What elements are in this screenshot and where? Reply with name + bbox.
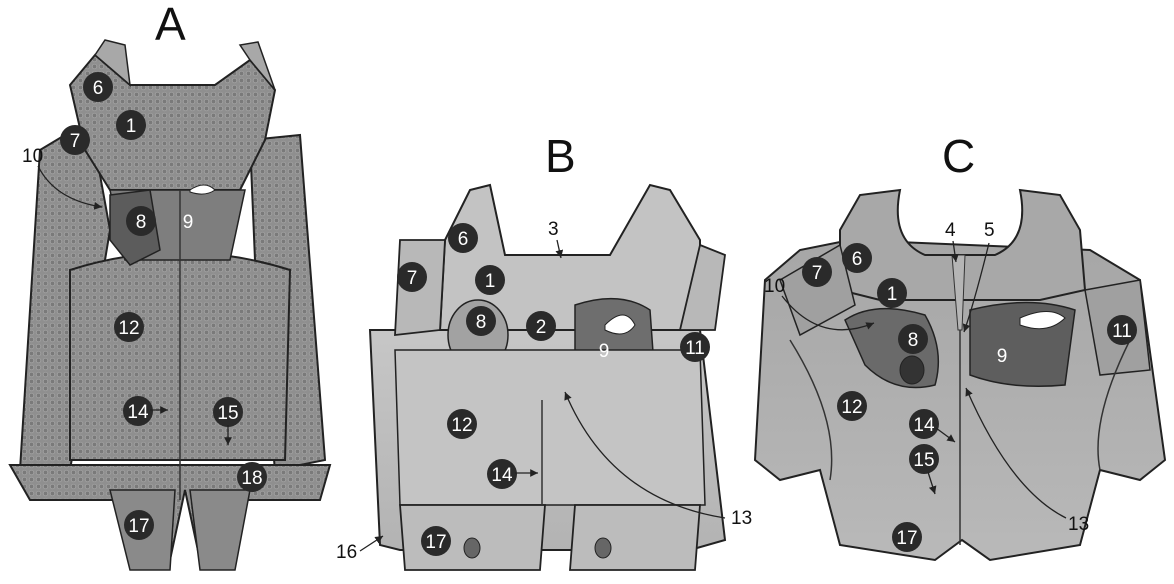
panel-a-plates — [10, 40, 330, 570]
svg-text:6: 6 — [93, 78, 104, 99]
marker-c-14: 14 — [909, 409, 939, 439]
marker-b-14: 14 — [487, 459, 517, 489]
marker-c-9: 9 — [997, 346, 1008, 367]
svg-text:8: 8 — [136, 212, 147, 233]
svg-text:8: 8 — [476, 312, 487, 333]
marker-a-14: 14 — [123, 396, 153, 426]
svg-text:14: 14 — [491, 465, 513, 486]
svg-text:14: 14 — [913, 415, 935, 436]
marker-a-12: 12 — [114, 312, 144, 342]
marker-c-7: 7 — [802, 257, 832, 287]
marker-b-2: 2 — [526, 311, 556, 341]
svg-text:12: 12 — [841, 397, 862, 418]
svg-text:15: 15 — [913, 450, 934, 471]
svg-text:8: 8 — [908, 330, 919, 351]
marker-a-15: 15 — [213, 397, 243, 427]
panel-c-plates — [755, 190, 1165, 560]
label-b-16: 16 — [336, 542, 357, 563]
panel-b-plates — [370, 185, 725, 570]
svg-text:1: 1 — [887, 284, 898, 305]
panel-c: C 7 6 1 8 9 11 — [755, 130, 1165, 560]
svg-text:1: 1 — [485, 271, 496, 292]
marker-c-1: 1 — [877, 278, 907, 308]
svg-text:9: 9 — [997, 346, 1008, 367]
svg-text:17: 17 — [425, 532, 446, 553]
svg-text:15: 15 — [217, 403, 238, 424]
marker-a-9: 9 — [183, 212, 194, 233]
marker-c-15: 15 — [909, 444, 939, 474]
marker-b-7: 7 — [397, 262, 427, 292]
svg-text:11: 11 — [685, 338, 705, 359]
label-c-10: 10 — [764, 276, 785, 297]
panel-b: B 6 7 1 8 2 9 — [336, 130, 752, 570]
marker-a-18: 18 — [237, 462, 267, 492]
marker-c-11: 11 — [1107, 315, 1137, 345]
panel-letter-a: A — [155, 0, 186, 50]
marker-b-12: 12 — [447, 409, 477, 439]
label-b-3: 3 — [548, 219, 559, 240]
svg-text:7: 7 — [812, 263, 823, 284]
marker-a-6: 6 — [83, 72, 113, 102]
svg-text:9: 9 — [599, 341, 610, 362]
label-c-13: 13 — [1068, 514, 1089, 535]
marker-c-8: 8 — [898, 324, 928, 354]
svg-text:12: 12 — [118, 318, 139, 339]
panel-letter-b: B — [545, 130, 576, 182]
marker-a-17: 17 — [124, 510, 154, 540]
marker-a-7: 7 — [60, 125, 90, 155]
marker-b-9: 9 — [599, 341, 610, 362]
svg-text:1: 1 — [126, 116, 137, 137]
svg-text:12: 12 — [451, 415, 472, 436]
marker-a-1: 1 — [116, 110, 146, 140]
marker-b-8: 8 — [466, 306, 496, 336]
svg-text:9: 9 — [183, 212, 194, 233]
svg-text:6: 6 — [852, 249, 863, 270]
svg-text:17: 17 — [896, 528, 917, 549]
svg-text:17: 17 — [128, 516, 149, 537]
marker-b-11: 11 — [680, 332, 710, 362]
svg-text:14: 14 — [127, 402, 149, 423]
marker-b-1: 1 — [475, 265, 505, 295]
marker-c-12: 12 — [837, 391, 867, 421]
marker-b-17: 17 — [421, 526, 451, 556]
label-c-5: 5 — [984, 220, 995, 241]
panel-letter-c: C — [942, 130, 975, 182]
svg-text:2: 2 — [536, 317, 547, 338]
label-a-10: 10 — [22, 146, 43, 167]
label-b-13: 13 — [731, 508, 752, 529]
marker-c-17: 17 — [892, 522, 922, 552]
svg-text:18: 18 — [241, 468, 262, 489]
marker-a-8: 8 — [126, 206, 156, 236]
panel-a: A 6 1 7 8 — [10, 0, 330, 570]
svg-text:7: 7 — [407, 268, 418, 289]
marker-b-6: 6 — [448, 223, 478, 253]
label-c-4: 4 — [945, 220, 956, 241]
svg-text:6: 6 — [458, 229, 469, 250]
svg-text:11: 11 — [1112, 321, 1132, 342]
svg-text:7: 7 — [70, 131, 81, 152]
marker-c-6: 6 — [842, 243, 872, 273]
